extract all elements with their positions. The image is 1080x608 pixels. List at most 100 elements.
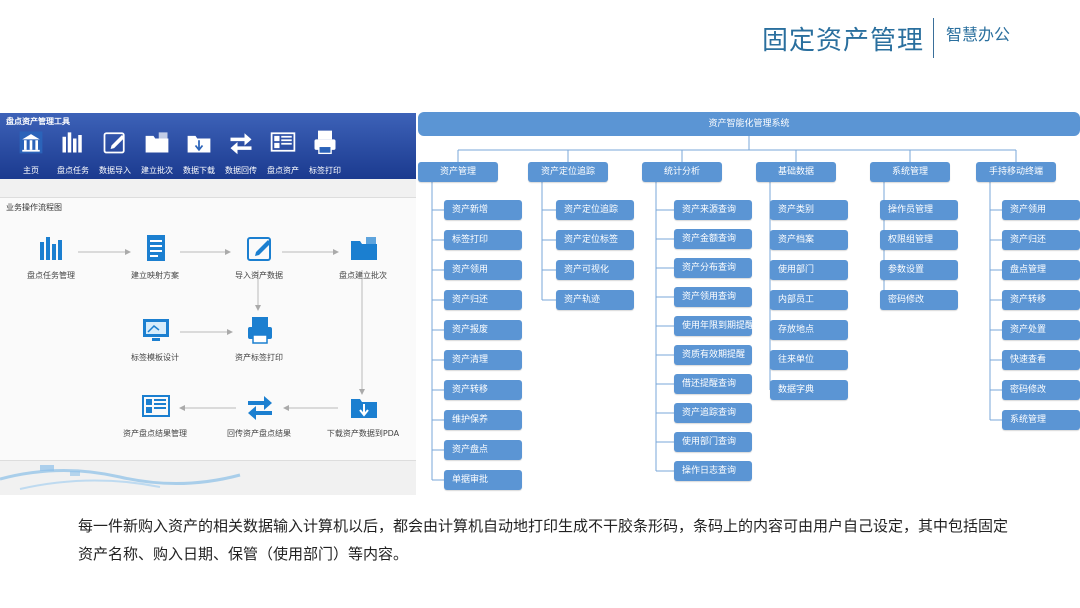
- org-root: 资产智能化管理系统: [418, 112, 1080, 136]
- toolbar-button-label: 盘点任务: [57, 166, 89, 175]
- flow-step-label: 标签模板设计: [131, 353, 179, 362]
- org-item[interactable]: 资产盘点: [444, 440, 522, 460]
- flow-step[interactable]: 标签模板设计: [110, 314, 200, 366]
- flow-step[interactable]: 盘点任务管理: [6, 232, 96, 284]
- flow-step-label: 盘点建立批次: [339, 271, 387, 280]
- org-item[interactable]: 资产可视化: [556, 260, 634, 280]
- app-screenshot: 盘点资产管理工具 主页盘点任务数据导入建立批次数据下载数据回传盘点资产标签打印 …: [0, 113, 416, 495]
- caption-text: 每一件新购入资产的相关数据输入计算机以后，都会由计算机自动地打印生成不干胶条形码…: [78, 517, 1009, 563]
- org-item[interactable]: 资产处置: [1002, 320, 1080, 340]
- toolbar-button-label: 数据下载: [183, 166, 215, 175]
- org-item[interactable]: 资产归还: [444, 290, 522, 310]
- toolbar-button[interactable]: 建立批次: [136, 127, 178, 177]
- toolbar-button[interactable]: 标签打印: [304, 127, 346, 177]
- org-item[interactable]: 资产定位标签: [556, 230, 634, 250]
- page-subtitle: 智慧办公: [946, 25, 1011, 44]
- bar-chart-icon: [59, 127, 87, 157]
- org-item[interactable]: 资产转移: [1002, 290, 1080, 310]
- org-category[interactable]: 资产管理: [418, 162, 498, 182]
- org-category[interactable]: 基础数据: [756, 162, 836, 182]
- title-divider: [933, 18, 934, 58]
- org-item[interactable]: 资产轨迹: [556, 290, 634, 310]
- org-item[interactable]: 往来单位: [770, 350, 848, 370]
- org-item[interactable]: 资产清理: [444, 350, 522, 370]
- print-icon: [311, 127, 339, 157]
- transfer-icon: [244, 390, 276, 422]
- document-icon: [140, 232, 172, 264]
- home-icon: [17, 127, 45, 157]
- toolbar-button-label: 数据导入: [99, 166, 131, 175]
- toolbar-button[interactable]: 盘点任务: [52, 127, 94, 177]
- org-item[interactable]: 密码修改: [1002, 380, 1080, 400]
- toolbar-button-label: 数据回传: [225, 166, 257, 175]
- app-title: 盘点资产管理工具: [6, 117, 70, 126]
- org-item[interactable]: 资产金额查询: [674, 229, 752, 249]
- download-icon: [348, 390, 380, 422]
- download-icon: [185, 127, 213, 157]
- org-item[interactable]: 借还提醒查询: [674, 374, 752, 394]
- org-item[interactable]: 内部员工: [770, 290, 848, 310]
- flow-step[interactable]: 导入资产数据: [214, 232, 304, 284]
- org-item[interactable]: 资质有效期提醒: [674, 345, 752, 365]
- org-item[interactable]: 盘点管理: [1002, 260, 1080, 280]
- org-item[interactable]: 资产领用: [1002, 200, 1080, 220]
- flow-step[interactable]: 资产盘点结果管理: [110, 390, 200, 442]
- flow-step-label: 资产盘点结果管理: [123, 429, 187, 438]
- org-item[interactable]: 资产领用: [444, 260, 522, 280]
- flow-diagram: 业务操作流程图 盘点任务管理建立映射方案导入资产数据盘点建立批次标签模板设计资产…: [0, 197, 416, 461]
- org-item[interactable]: 使用部门查询: [674, 432, 752, 452]
- org-item[interactable]: 维护保养: [444, 410, 522, 430]
- org-item[interactable]: 权限组管理: [880, 230, 958, 250]
- org-item[interactable]: 标签打印: [444, 230, 522, 250]
- org-item[interactable]: 使用部门: [770, 260, 848, 280]
- org-item[interactable]: 资产定位追踪: [556, 200, 634, 220]
- flow-step[interactable]: 资产标签打印: [214, 314, 304, 366]
- toolbar-button[interactable]: 主页: [10, 127, 52, 177]
- org-item[interactable]: 存放地点: [770, 320, 848, 340]
- toolbar-button-label: 建立批次: [141, 166, 173, 175]
- org-item[interactable]: 资产报废: [444, 320, 522, 340]
- flow-arrows: [78, 249, 365, 411]
- flow-step[interactable]: 回传资产盘点结果: [214, 390, 304, 442]
- flow-step[interactable]: 下载资产数据到PDA: [318, 390, 408, 442]
- org-item[interactable]: 资产归还: [1002, 230, 1080, 250]
- flow-step-label: 建立映射方案: [131, 271, 179, 280]
- org-item[interactable]: 密码修改: [880, 290, 958, 310]
- flow-step-label: 资产标签打印: [235, 353, 283, 362]
- grid-icon: [269, 127, 297, 157]
- org-item[interactable]: 资产领用查询: [674, 287, 752, 307]
- org-category[interactable]: 系统管理: [870, 162, 950, 182]
- org-item[interactable]: 操作员管理: [880, 200, 958, 220]
- org-item[interactable]: 系统管理: [1002, 410, 1080, 430]
- org-item[interactable]: 资产类别: [770, 200, 848, 220]
- folder-icon: [143, 127, 171, 157]
- flow-step[interactable]: 建立映射方案: [110, 232, 200, 284]
- org-item[interactable]: 数据字典: [770, 380, 848, 400]
- org-item[interactable]: 资产来源查询: [674, 200, 752, 220]
- toolbar-button[interactable]: 数据下载: [178, 127, 220, 177]
- toolbar-button[interactable]: 数据导入: [94, 127, 136, 177]
- import-icon: [101, 127, 129, 157]
- org-item[interactable]: 快速查看: [1002, 350, 1080, 370]
- org-item[interactable]: 使用年限到期提醒: [674, 316, 754, 336]
- toolbar-button[interactable]: 数据回传: [220, 127, 262, 177]
- org-item[interactable]: 资产追踪查询: [674, 403, 752, 423]
- org-chart: 资产智能化管理系统 资产管理资产新增标签打印资产领用资产归还资产报废资产清理资产…: [418, 112, 1080, 496]
- monitor-icon: [140, 314, 172, 346]
- org-item[interactable]: 资产新增: [444, 200, 522, 220]
- org-category[interactable]: 资产定位追踪: [528, 162, 608, 182]
- org-item[interactable]: 资产分布查询: [674, 258, 752, 278]
- org-item[interactable]: 资产转移: [444, 380, 522, 400]
- org-category[interactable]: 手持移动终端: [976, 162, 1056, 182]
- flow-title: 业务操作流程图: [6, 203, 62, 212]
- org-item[interactable]: 资产档案: [770, 230, 848, 250]
- org-item[interactable]: 单据审批: [444, 470, 522, 490]
- folder-icon: [348, 232, 380, 264]
- toolbar-button[interactable]: 盘点资产: [262, 127, 304, 177]
- page-title: 固定资产管理: [762, 26, 925, 56]
- org-item[interactable]: 操作日志查询: [674, 461, 752, 481]
- flow-step[interactable]: 盘点建立批次: [318, 232, 408, 284]
- toolbar-button-label: 盘点资产: [267, 166, 299, 175]
- org-item[interactable]: 参数设置: [880, 260, 958, 280]
- org-category[interactable]: 统计分析: [642, 162, 722, 182]
